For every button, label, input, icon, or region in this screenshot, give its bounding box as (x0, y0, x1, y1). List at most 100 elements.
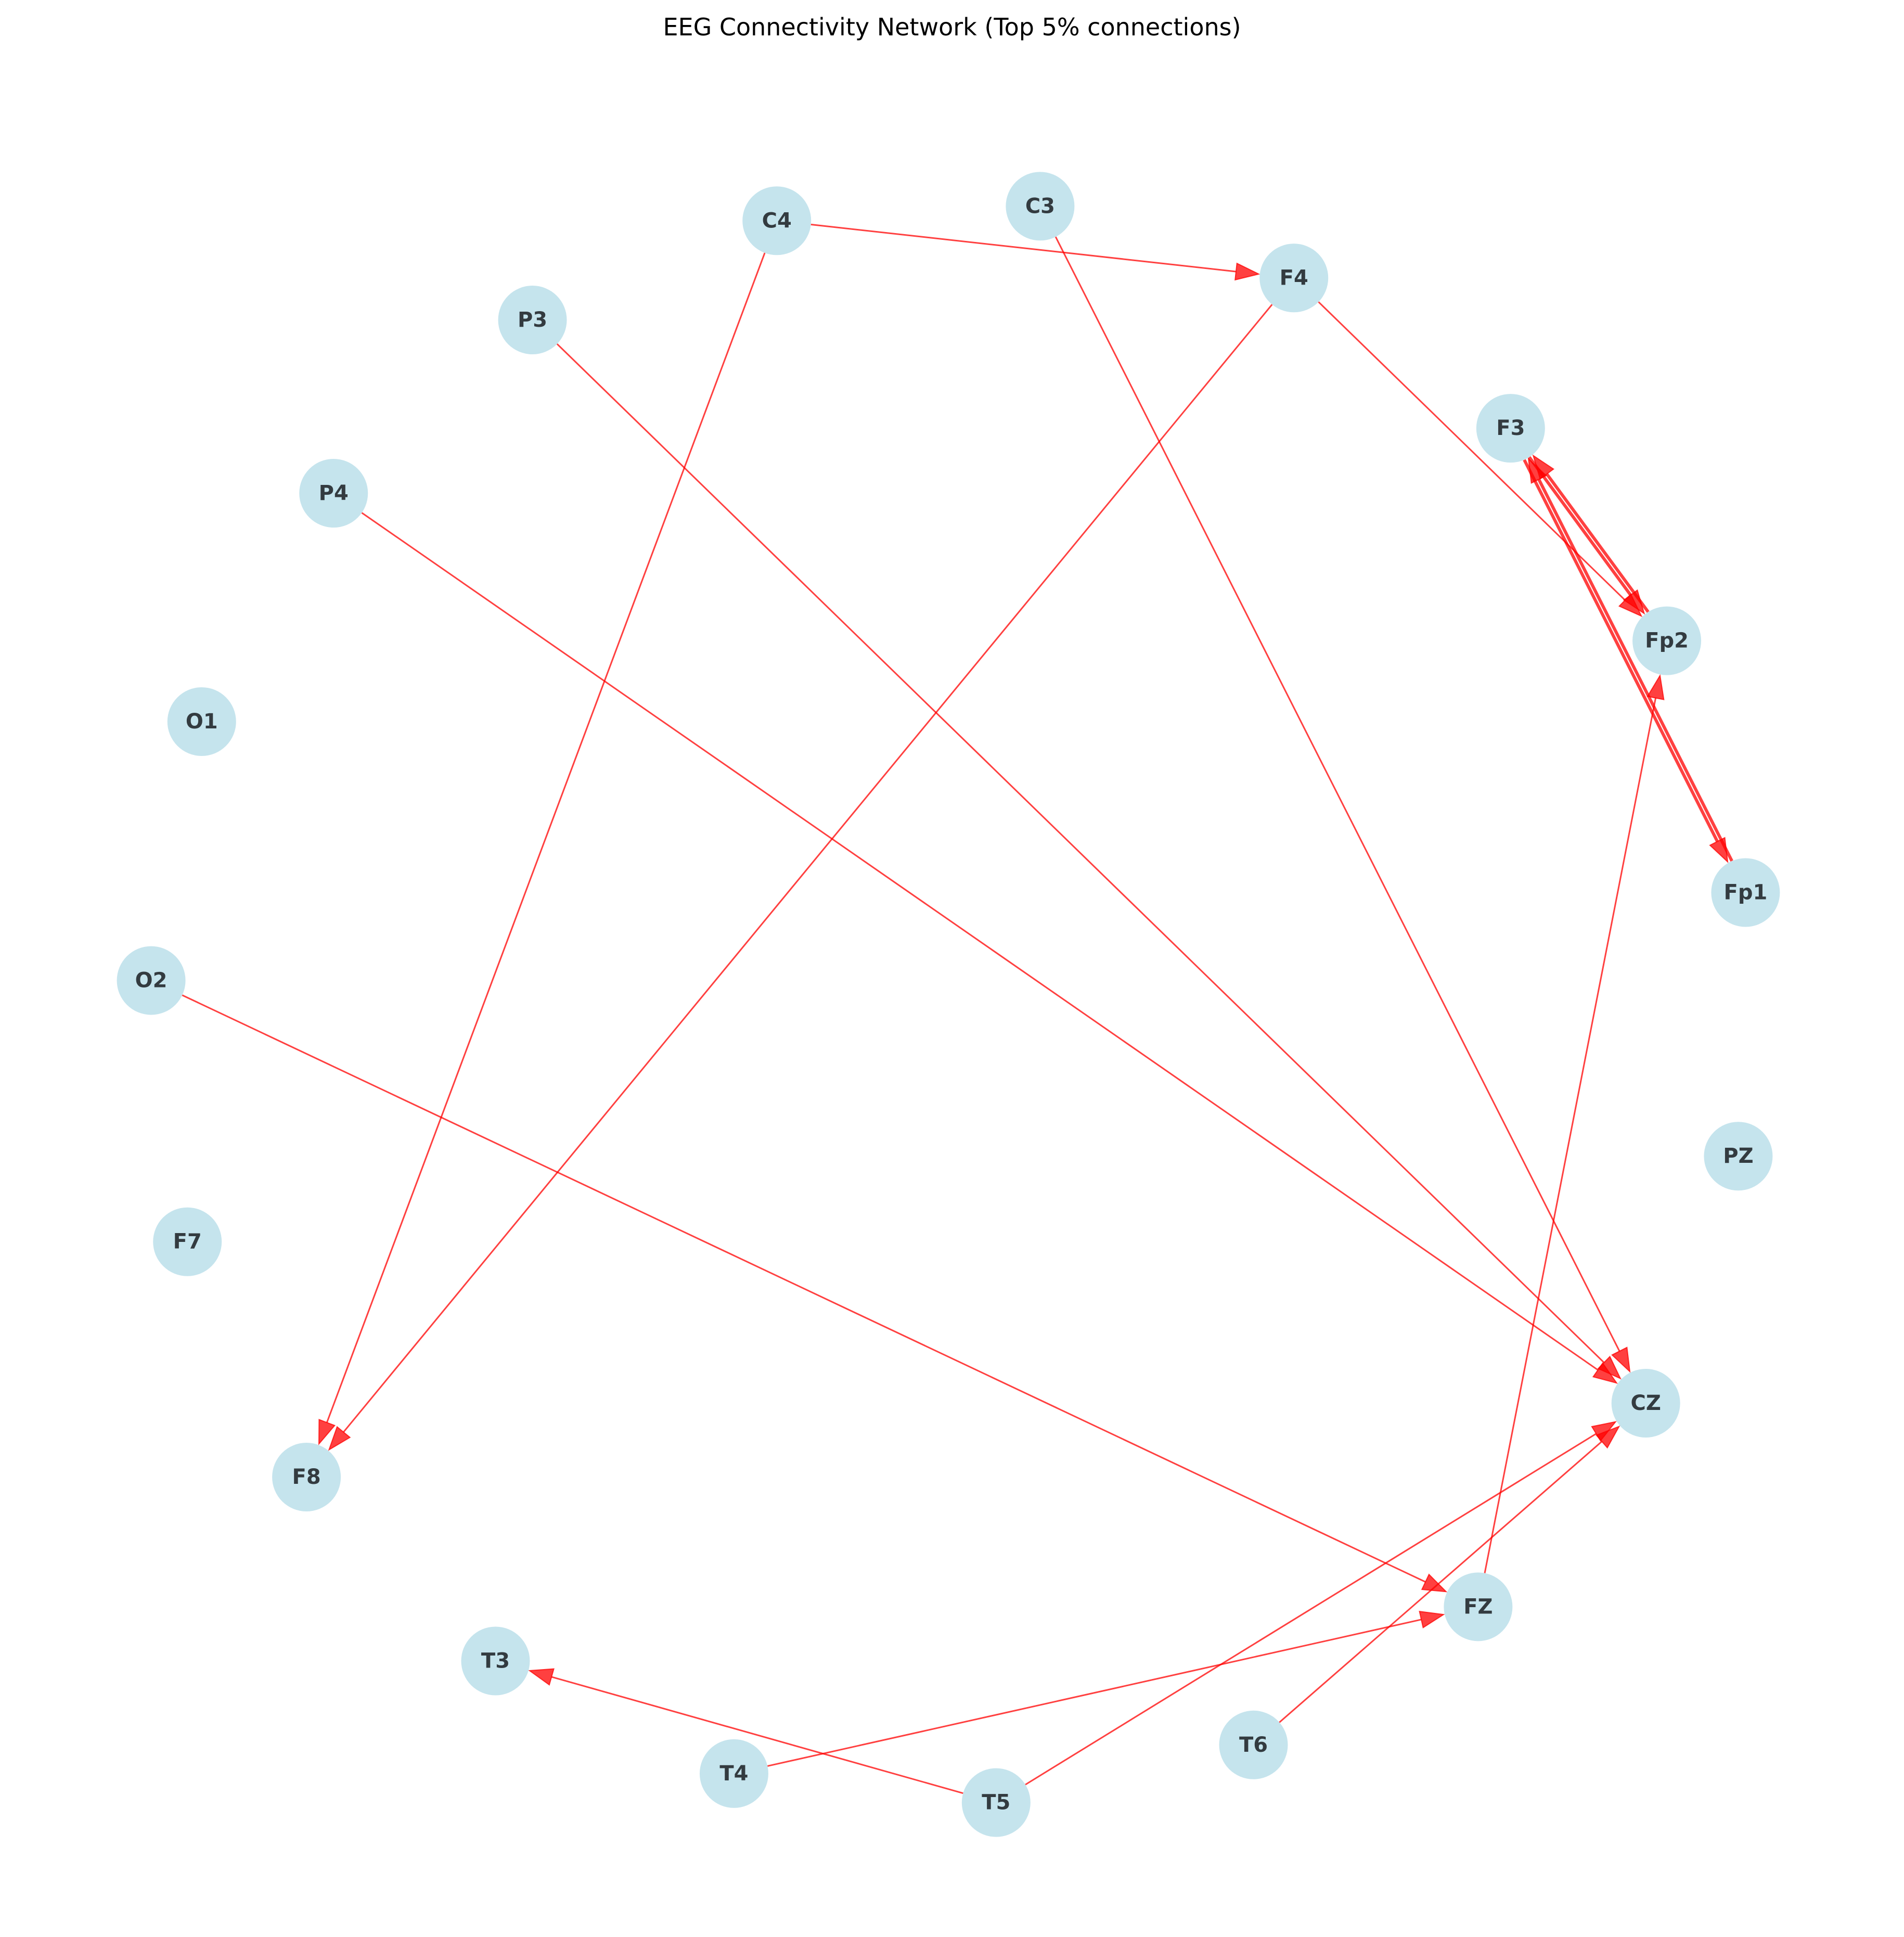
edge-line (1279, 1441, 1603, 1723)
node-label: Fp2 (1645, 629, 1689, 653)
edge-FZ-to-Fp2 (1484, 674, 1665, 1573)
edge-arrowhead (1421, 1573, 1448, 1593)
node-label: T3 (481, 1649, 510, 1673)
node-circle (117, 946, 186, 1015)
edge-arrowhead (1527, 457, 1548, 484)
node-label: C4 (762, 209, 792, 233)
edge-arrowhead (1592, 1362, 1618, 1384)
node-circle (299, 458, 368, 528)
node-circle (961, 1768, 1031, 1837)
node-f7: F7 (153, 1207, 222, 1276)
edge-line (1528, 456, 1632, 596)
edge-arrowhead (1611, 1346, 1631, 1373)
node-t6: T6 (1219, 1710, 1288, 1779)
node-circle (153, 1207, 222, 1276)
edge-C4-to-F4 (811, 224, 1260, 281)
node-label: F8 (292, 1465, 321, 1489)
edges-layer (182, 224, 1733, 1794)
node-fp2: Fp2 (1632, 606, 1702, 675)
node-f3: F3 (1476, 394, 1545, 463)
node-label: F4 (1280, 266, 1308, 290)
edge-line (1537, 478, 1733, 862)
edge-line (1484, 698, 1657, 1573)
node-pz: PZ (1704, 1122, 1773, 1191)
node-circle (498, 286, 567, 355)
node-label: F7 (173, 1230, 202, 1254)
node-label: C3 (1025, 194, 1055, 218)
edge-line (361, 512, 1599, 1371)
node-circle (1006, 172, 1075, 241)
edge-line (326, 252, 766, 1423)
edge-line (767, 1619, 1422, 1767)
node-p4: P4 (299, 458, 368, 528)
edge-line (343, 304, 1273, 1433)
edge-arrowhead (1596, 1425, 1620, 1449)
node-circle (1611, 1369, 1680, 1438)
node-t3: T3 (461, 1626, 530, 1696)
diagram-title: EEG Connectivity Network (Top 5% connect… (663, 13, 1241, 41)
node-circle (1476, 394, 1545, 463)
node-o1: O1 (167, 687, 236, 756)
edge-arrowhead (1234, 262, 1260, 281)
node-label: P3 (518, 308, 547, 332)
edge-C3-to-CZ (1054, 236, 1631, 1373)
node-label: F3 (1496, 416, 1525, 440)
node-label: FZ (1463, 1595, 1493, 1619)
node-label: O2 (135, 969, 168, 993)
edge-line (1025, 1433, 1597, 1786)
edge-arrowhead (328, 1426, 351, 1451)
edge-O2-to-FZ (182, 994, 1448, 1593)
node-label: P4 (319, 481, 349, 505)
edge-arrowhead (1646, 674, 1665, 700)
node-t5: T5 (961, 1768, 1031, 1837)
edge-T5-to-T3 (528, 1668, 963, 1794)
edge-line (811, 224, 1237, 273)
edge-F4-to-F8 (328, 304, 1273, 1451)
edge-arrowhead (318, 1419, 336, 1446)
node-circle (272, 1443, 341, 1512)
node-f4: F4 (1259, 243, 1329, 313)
edge-T4-to-FZ (767, 1611, 1445, 1767)
edge-line (556, 343, 1605, 1363)
edge-C4-to-F8 (318, 252, 766, 1446)
node-c3: C3 (1006, 172, 1075, 241)
node-o2: O2 (117, 946, 186, 1015)
edge-line (182, 994, 1426, 1583)
node-label: Fp1 (1724, 880, 1768, 904)
node-circle (1704, 1122, 1773, 1191)
node-label: CZ (1630, 1391, 1661, 1415)
node-label: O1 (186, 710, 218, 734)
node-circle (1444, 1572, 1513, 1641)
node-fz: FZ (1444, 1572, 1513, 1641)
node-c4: C4 (742, 186, 812, 255)
node-f8: F8 (272, 1443, 341, 1512)
node-circle (1259, 243, 1329, 313)
node-fp1: Fp1 (1711, 858, 1780, 927)
node-circle (699, 1739, 768, 1808)
node-label: T5 (982, 1791, 1010, 1815)
node-circle (1219, 1710, 1288, 1779)
node-label: T6 (1239, 1733, 1268, 1757)
node-label: PZ (1723, 1144, 1753, 1168)
edge-Fp1-to-F3 (1527, 457, 1733, 862)
node-t4: T4 (699, 1739, 768, 1808)
node-circle (461, 1626, 530, 1696)
node-p3: P3 (498, 286, 567, 355)
node-circle (1711, 858, 1780, 927)
edge-line (1545, 473, 1650, 613)
edge-line (1523, 459, 1719, 842)
node-circle (1632, 606, 1702, 675)
node-label: T4 (719, 1762, 748, 1786)
edge-T6-to-CZ (1279, 1425, 1620, 1723)
edge-line (1054, 236, 1620, 1352)
edge-arrowhead (1419, 1611, 1445, 1629)
edge-P4-to-CZ (361, 512, 1618, 1384)
node-circle (167, 687, 236, 756)
node-cz: CZ (1611, 1369, 1680, 1438)
edge-arrowhead (528, 1668, 555, 1686)
node-circle (742, 186, 812, 255)
edge-line (551, 1676, 963, 1794)
